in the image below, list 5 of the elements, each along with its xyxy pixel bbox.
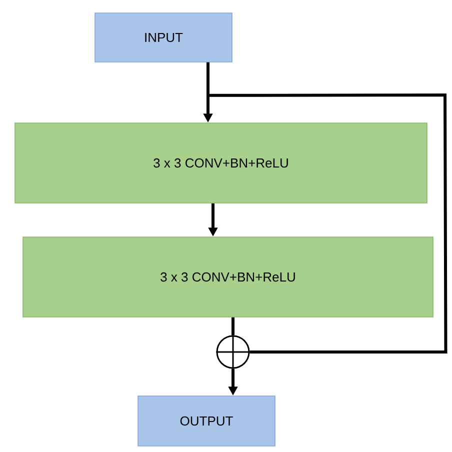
output-box: OUTPUT xyxy=(138,396,276,446)
sum-circle xyxy=(216,334,250,370)
layer-box: 3 x 3 CONV+BN+ReLU xyxy=(22,236,434,318)
input-box: INPUT xyxy=(94,12,232,62)
layer-box: 3 x 3 CONV+BN+ReLU xyxy=(14,122,428,204)
